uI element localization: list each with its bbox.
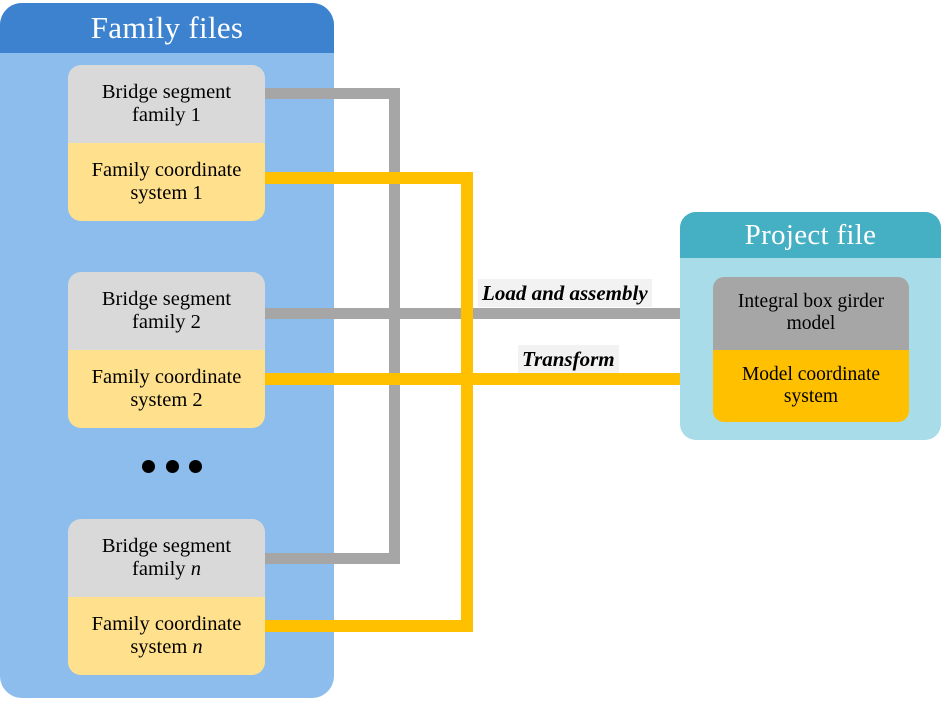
italic-index-n: n — [190, 558, 201, 580]
gray-connector-to-project — [265, 308, 701, 319]
integral-box-girder-model-label: Integral box girder model — [713, 277, 909, 350]
family-coordinate-system-label-2: Family coordinate system 2 — [68, 350, 265, 428]
gray-vertical-bus — [389, 88, 400, 564]
bridge-segment-family-label-n: Bridge segment family n — [68, 519, 265, 597]
project-file-title: Project file — [680, 212, 941, 258]
card-line-1: Bridge segment — [101, 535, 232, 558]
family-coordinate-system-label-n: Family coordinate system n — [68, 597, 265, 675]
gold-vertical-bus — [461, 172, 473, 632]
card-line-2: system — [130, 636, 193, 658]
bridge-segment-family-card-1[interactable]: Bridge segment family 1 Family coordinat… — [68, 65, 265, 221]
card-line-1: Bridge segment — [101, 288, 232, 311]
bridge-segment-family-card-n[interactable]: Bridge segment family n Family coordinat… — [68, 519, 265, 675]
model-coordinate-system-label: Model coordinate system — [713, 349, 909, 422]
italic-index-n: n — [192, 636, 203, 658]
card-line-2: family — [132, 558, 191, 580]
card-line-1: Model coordinate — [741, 363, 881, 385]
integral-box-girder-model-card[interactable]: Integral box girder model Model coordina… — [713, 277, 909, 422]
bridge-segment-family-label-1: Bridge segment family 1 — [68, 65, 265, 143]
card-line-1: Bridge segment — [101, 81, 232, 104]
ellipsis-dot — [142, 459, 155, 473]
card-line-1: Family coordinate — [91, 366, 242, 389]
transform-label: Transform — [518, 345, 619, 374]
card-line-1: Family coordinate — [91, 613, 242, 636]
gold-connector-to-project — [265, 373, 701, 385]
card-line-2: system 1 — [130, 182, 203, 204]
bridge-segment-family-card-2[interactable]: Bridge segment family 2 Family coordinat… — [68, 272, 265, 428]
family-files-title: Family files — [0, 3, 334, 53]
load-and-assembly-label: Load and assembly — [478, 279, 652, 308]
gray-connector-from-family-1 — [265, 88, 400, 99]
ellipsis-dot — [189, 459, 202, 473]
bridge-segment-family-label-2: Bridge segment family 2 — [68, 272, 265, 350]
card-line-2: family 1 — [132, 104, 201, 126]
gray-connector-from-family-n — [265, 553, 400, 564]
ellipsis-dots — [142, 455, 202, 477]
card-line-1: Family coordinate — [91, 159, 242, 182]
card-line-1: Integral box girder — [737, 291, 885, 313]
gold-connector-from-family-n — [265, 620, 472, 632]
card-line-2: family 2 — [132, 311, 201, 333]
gold-connector-from-family-1 — [265, 172, 472, 184]
card-line-2: system — [783, 385, 839, 407]
family-coordinate-system-label-1: Family coordinate system 1 — [68, 143, 265, 221]
card-line-2: model — [786, 313, 836, 335]
ellipsis-dot — [165, 459, 179, 473]
card-line-2: system 2 — [130, 389, 203, 411]
